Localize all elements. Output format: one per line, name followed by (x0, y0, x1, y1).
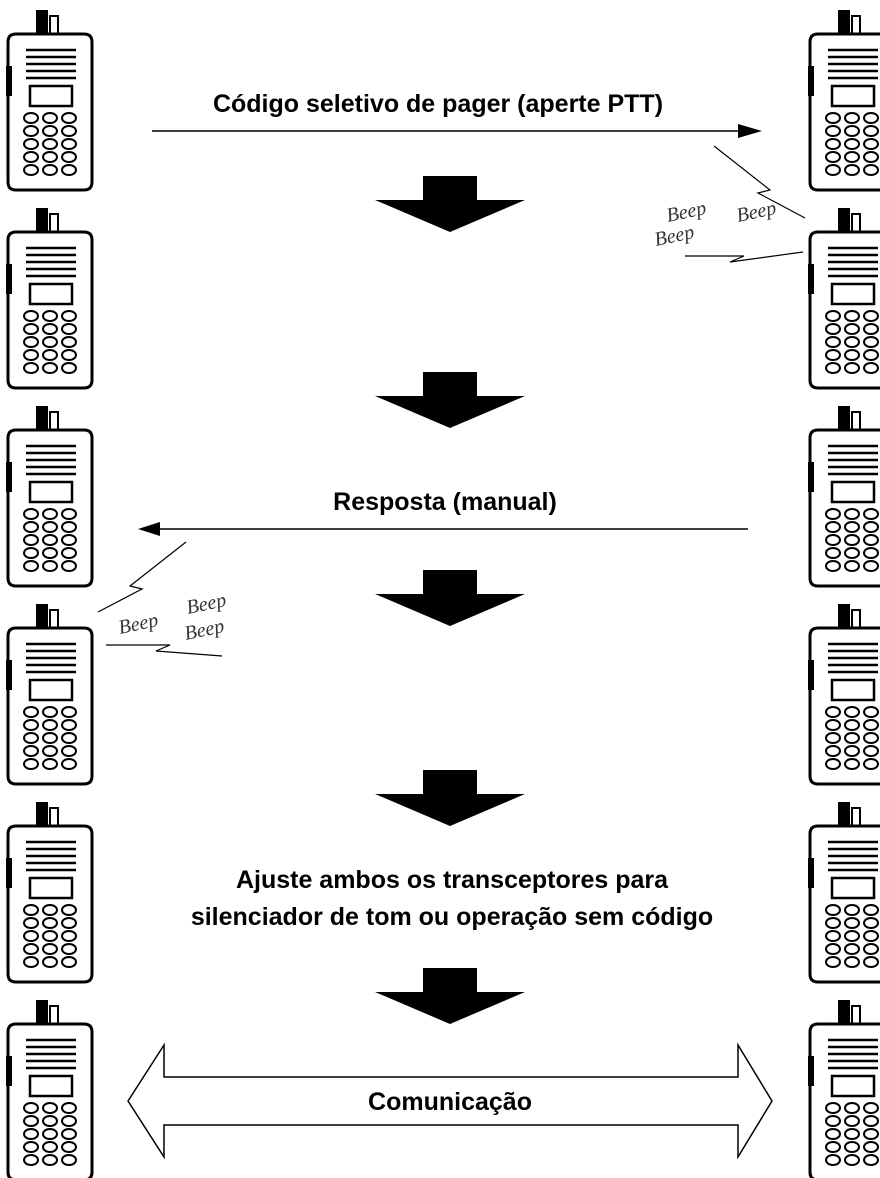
double-arrow (127, 1042, 773, 1160)
radio-icon (806, 602, 880, 786)
radio-icon (4, 998, 94, 1178)
radio-icon (4, 602, 94, 786)
step1-label: Código seletivo de pager (aperte PTT) (213, 90, 663, 118)
radio-icon (806, 206, 880, 390)
beep-text: Beep (116, 609, 160, 639)
beep-signal-left: Beep Beep Beep (97, 541, 228, 657)
step3-line1: Ajuste ambos os transceptores para (236, 866, 669, 894)
beep-text: Beep (184, 589, 228, 619)
radio-icon (4, 800, 94, 984)
step4-label: Comunicação (368, 1088, 532, 1116)
radio-icon (806, 404, 880, 588)
radio-icon (4, 206, 94, 390)
radio-icon (4, 8, 94, 192)
down-arrow-icon (375, 372, 525, 428)
radio-icon (4, 404, 94, 588)
beep-text: Beep (652, 221, 696, 251)
left-arrow (138, 522, 748, 536)
radio-icon (806, 998, 880, 1178)
beep-signal-right: Beep Beep Beep (652, 145, 806, 263)
radio-icon (806, 8, 880, 192)
down-arrow-icon (375, 770, 525, 826)
step2-label: Resposta (manual) (333, 488, 557, 516)
down-arrow-icon (375, 176, 525, 232)
down-arrow-icon (375, 968, 525, 1024)
beep-text: Beep (182, 615, 226, 645)
down-arrow-icon (375, 570, 525, 626)
beep-text: Beep (734, 197, 778, 227)
step3-line2: silenciador de tom ou operação sem códig… (191, 903, 713, 931)
radio-icon (806, 800, 880, 984)
right-arrow (152, 124, 762, 138)
